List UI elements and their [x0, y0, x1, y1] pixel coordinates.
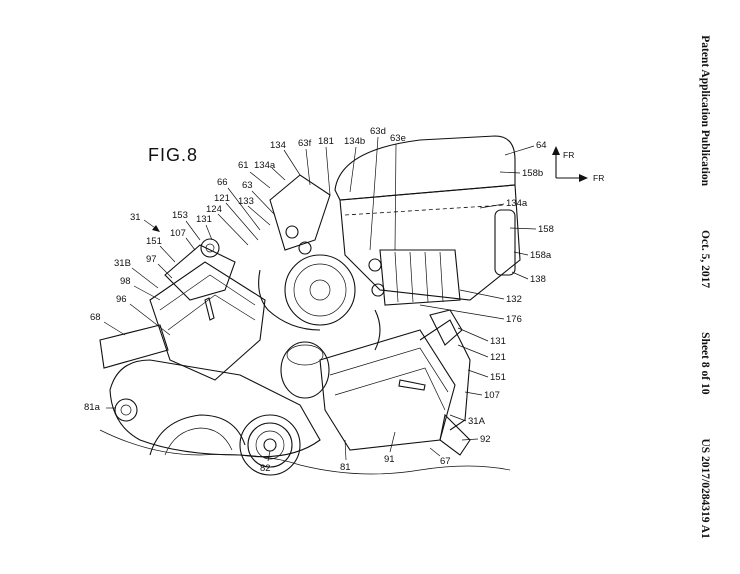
ref-label: 31 — [130, 212, 141, 223]
oil-filter — [280, 341, 330, 399]
ref-label: 134 — [270, 140, 286, 151]
rear-cylinder-fins-1 — [159, 274, 256, 311]
pump-fin-2 — [409, 251, 414, 303]
figure-title: FIG.8 — [148, 145, 199, 165]
intake-bolt-2 — [298, 241, 312, 255]
ref-label: 134b — [344, 136, 365, 147]
pump-fin-4 — [439, 251, 444, 303]
ref-label: 81a — [84, 402, 101, 413]
ref-label: 151 — [146, 236, 162, 247]
front-head-cover — [419, 319, 471, 431]
ref-label: 151 — [490, 372, 506, 383]
gear-82-hub — [255, 430, 285, 460]
ref-label: 61 — [238, 160, 249, 171]
throttle-body-core — [309, 279, 331, 301]
ref-label: 132 — [506, 294, 522, 305]
oil-filter-top — [286, 344, 324, 366]
crankcase-boss-inner — [120, 404, 132, 416]
airbox-body — [339, 184, 521, 301]
front-head-lower — [439, 413, 471, 456]
gear-82-center — [263, 438, 277, 452]
front-cylinder-block — [319, 329, 456, 451]
ref-label: 63e — [390, 133, 406, 144]
rear-spark-plug — [204, 297, 215, 321]
ref-label: 131 — [196, 214, 212, 225]
throttle-body — [284, 254, 356, 326]
direction-up-label: FR — [563, 150, 574, 160]
ref-label: 133 — [238, 196, 254, 207]
arrow-right-head — [579, 174, 588, 182]
ref-label: 67 — [440, 456, 451, 467]
gear-82-ring — [247, 422, 293, 468]
ref-label: 31A — [468, 416, 486, 427]
intake-bolt-1 — [285, 225, 299, 239]
airbox-snorkel-158a — [494, 209, 516, 276]
airbox-hidden-line — [344, 204, 506, 216]
ref-label: 31B — [114, 258, 131, 269]
ref-label: 176 — [506, 314, 522, 325]
base-cut-line — [99, 429, 511, 475]
ref-label: 63d — [370, 126, 386, 137]
ref-label: 134a — [254, 160, 276, 171]
front-cylinder-fins-1 — [329, 347, 449, 393]
rear-cylinder-block — [149, 261, 266, 381]
gear-82 — [239, 414, 301, 476]
arrow-up-head — [552, 146, 560, 155]
ref-label: 64 — [536, 140, 547, 151]
flywheel-arc-inner — [164, 427, 233, 456]
rear-cylinder-fins-2 — [167, 294, 256, 331]
ref-label: 181 — [318, 136, 334, 147]
front-cylinder-fins-2 — [334, 367, 446, 411]
pump-unit — [379, 249, 461, 306]
rear-head-cover — [164, 244, 236, 301]
pump-fin-3 — [424, 251, 429, 303]
ref-label: 68 — [90, 312, 101, 323]
ref-label: 158b — [522, 168, 543, 179]
pump-bolt-2 — [371, 283, 385, 297]
crankcase-boss — [114, 398, 138, 422]
engine-line-art — [99, 135, 521, 476]
reference-labels: 134 63f 181 134b 63d 63e 64 61 134a 158b… — [84, 126, 554, 474]
ref-label: 82 — [260, 463, 271, 474]
rear-cam-cap — [200, 238, 220, 258]
front-spark-plug — [398, 379, 426, 391]
ref-label: 131 — [490, 336, 506, 347]
direction-right-label: FR — [593, 173, 604, 183]
pump-fin-1 — [394, 251, 399, 303]
ref-label: 107 — [170, 228, 186, 239]
ref-label: 158 — [538, 224, 554, 235]
ref-label: 134a — [506, 198, 528, 209]
throttle-body-inner — [293, 263, 347, 317]
pump-bolt-1 — [368, 258, 382, 272]
ref-label: 153 — [172, 210, 188, 221]
ref-label: 91 — [384, 454, 395, 465]
hose-right — [374, 309, 381, 351]
ref-label: 63 — [242, 180, 253, 191]
airbox-top — [334, 135, 516, 201]
ref-label: 92 — [480, 434, 491, 445]
ref-label: 97 — [146, 254, 157, 265]
direction-arrows: FR FR — [552, 146, 604, 183]
ref-label: 63f — [298, 138, 312, 149]
ref-label: 124 — [206, 204, 222, 215]
frame-tube — [99, 324, 169, 369]
ref-label: 98 — [120, 276, 131, 287]
rear-cam-cap-inner — [205, 243, 215, 253]
ref-label: 158a — [530, 250, 552, 261]
crankcase — [109, 359, 321, 458]
ref-label: 66 — [217, 177, 228, 188]
ref-label: 96 — [116, 294, 127, 305]
ref-label: 121 — [214, 193, 230, 204]
ref-label: 81 — [340, 462, 351, 473]
ref-label: 107 — [484, 390, 500, 401]
bracket-131 — [429, 309, 463, 346]
ref-label: 138 — [530, 274, 546, 285]
hose-left — [258, 269, 321, 331]
intake-funnel — [269, 174, 331, 251]
ref-label: 121 — [490, 352, 506, 363]
flywheel-arc — [149, 414, 246, 456]
